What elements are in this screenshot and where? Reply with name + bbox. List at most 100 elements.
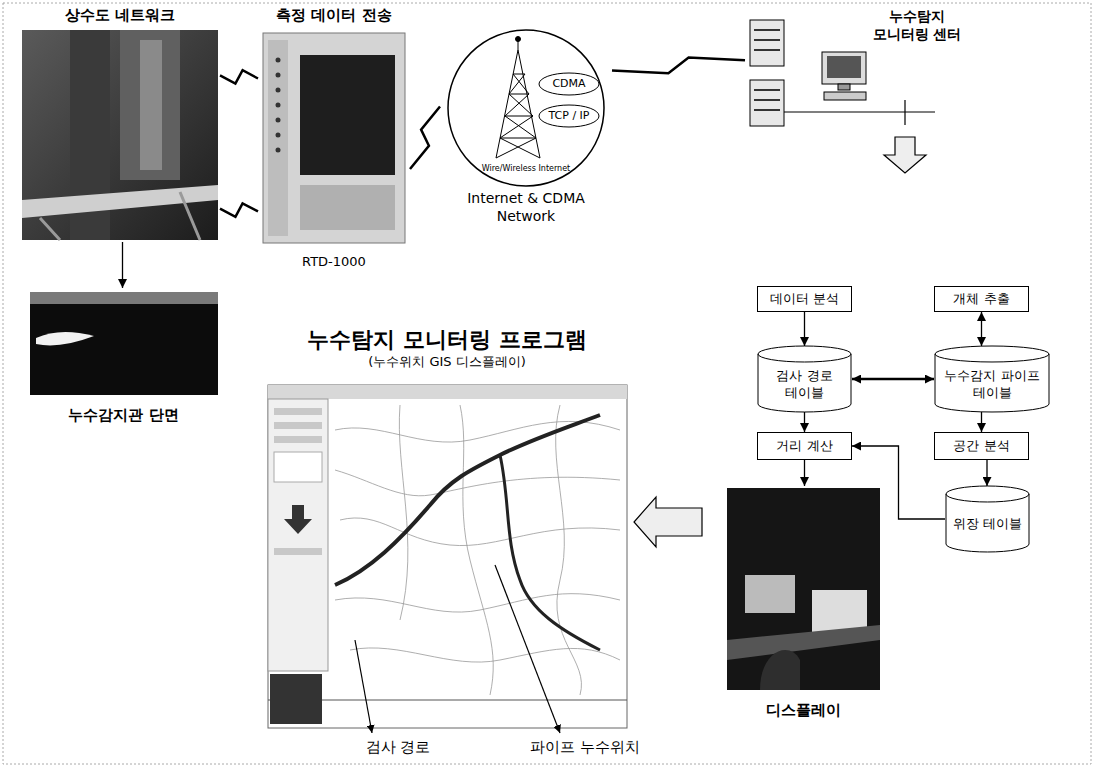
center-name: 누수탐지 모니터링 센터 bbox=[865, 8, 969, 43]
gis-screenshot bbox=[340, 518, 620, 546]
center-frame: 누수탐지 모니터링 센터 bbox=[745, 4, 973, 135]
pipe-network-photo bbox=[120, 30, 180, 180]
gis-screenshot bbox=[274, 436, 322, 443]
process-name: 공간 분석 bbox=[953, 438, 1009, 454]
monitoring-center-illustration bbox=[822, 52, 866, 84]
block-arrow bbox=[884, 137, 926, 173]
display-photo bbox=[727, 625, 880, 660]
monitoring-center-illustration bbox=[824, 92, 866, 100]
monitoring-center-illustration bbox=[784, 100, 935, 125]
wireless-link bbox=[220, 70, 258, 83]
rtd-1000-device-photo bbox=[268, 40, 288, 236]
cylinder-outline bbox=[758, 354, 851, 362]
display-frame: 디스플레이 bbox=[722, 486, 885, 720]
table-cylinder: 검사 경로 테이블 bbox=[757, 346, 852, 412]
flow-arrow bbox=[804, 460, 805, 486]
cylinder-outline bbox=[946, 486, 1029, 552]
pipe-section-photo bbox=[36, 332, 94, 345]
process-name: 개체 추출 bbox=[953, 291, 1009, 307]
pipe-network-photo bbox=[22, 30, 218, 240]
antenna-tower bbox=[513, 74, 529, 94]
monitoring-center-illustration bbox=[750, 20, 784, 66]
antenna-tower bbox=[496, 37, 540, 159]
pipe-network-photo bbox=[40, 192, 200, 240]
leader-line bbox=[495, 565, 560, 733]
antenna-tower bbox=[500, 116, 533, 138]
protocol-ellipse: CDMA bbox=[538, 72, 600, 96]
pipe-section-photo bbox=[30, 292, 218, 395]
photo-heading: 측정 데이터 전송 bbox=[276, 6, 391, 25]
leader-line bbox=[355, 565, 560, 733]
antenna-tower bbox=[513, 74, 525, 75]
gis-screenshot bbox=[460, 405, 493, 695]
wireless-link bbox=[410, 106, 440, 168]
antenna-tower bbox=[509, 94, 533, 116]
rtd-1000-device-photo bbox=[263, 33, 405, 243]
gis-screenshot bbox=[274, 408, 322, 415]
rtd-1000-device-photo bbox=[276, 148, 281, 153]
monitoring-center-illustration bbox=[838, 84, 850, 90]
callout-label: 파이프 누수위치 bbox=[527, 738, 643, 756]
table-name: 검사 경로 테이블 bbox=[762, 368, 847, 401]
gis-screenshot bbox=[399, 405, 408, 620]
process-name: 데이터 분석 bbox=[770, 291, 839, 307]
photo-frame: 상수도 네트워크 bbox=[20, 4, 220, 242]
flow-arrow bbox=[852, 446, 945, 519]
antenna-tower bbox=[496, 138, 536, 158]
monitoring-center-illustration bbox=[754, 90, 780, 110]
block-arrow bbox=[634, 137, 926, 547]
display-photo bbox=[727, 488, 880, 690]
program-subtitle: (누수위치 GIS 디스플레이) bbox=[368, 354, 526, 370]
flow-arrow bbox=[986, 460, 987, 486]
rtd-1000-device-photo bbox=[263, 33, 405, 243]
protocol-name: CDMA bbox=[552, 77, 585, 91]
ellipse-outline bbox=[539, 73, 599, 95]
process-box: 데이터 분석 bbox=[757, 286, 852, 312]
gis-screenshot bbox=[350, 648, 620, 662]
process-name: 거리 계산 bbox=[776, 438, 832, 454]
model-name: RTD-1000 bbox=[302, 254, 366, 270]
ellipse-outline bbox=[539, 105, 599, 127]
protocol-name: TCP / IP bbox=[549, 109, 590, 123]
wireless-link bbox=[220, 203, 258, 217]
pipe-section-photo bbox=[30, 292, 218, 395]
gis-screenshot bbox=[268, 399, 328, 671]
display-photo bbox=[812, 590, 867, 632]
rtd-1000-device-photo bbox=[300, 55, 395, 175]
pipe-network-photo bbox=[22, 30, 218, 240]
wireless-link bbox=[612, 58, 745, 74]
callout-label: 검사 경로 bbox=[363, 738, 434, 756]
gis-screenshot bbox=[270, 674, 322, 724]
display-photo bbox=[745, 575, 795, 613]
antenna-tower bbox=[509, 74, 525, 94]
table-cylinder: 누수감지 파이프 테이블 bbox=[934, 346, 1050, 412]
rtd-1000-device-photo bbox=[276, 88, 281, 93]
monitoring-center-illustration bbox=[754, 30, 780, 50]
cylinder-outline bbox=[935, 354, 1049, 362]
rtd-1000-device-photo bbox=[276, 58, 281, 63]
cylinder-outline bbox=[935, 346, 1049, 412]
rtd-1000-device-photo bbox=[276, 133, 281, 138]
table-cylinder: 위장 테이블 bbox=[945, 486, 1030, 552]
antenna-tower bbox=[500, 138, 536, 139]
display-photo bbox=[727, 488, 880, 690]
gis-screenshot bbox=[274, 548, 322, 555]
gis-screenshot bbox=[268, 385, 627, 399]
device-frame: 측정 데이터 전송 RTD-1000 bbox=[258, 4, 410, 270]
flow-arrow bbox=[852, 378, 934, 381]
process-box: 공간 분석 bbox=[934, 432, 1029, 460]
gis-screenshot bbox=[556, 405, 582, 695]
pipe-section-photo bbox=[30, 292, 218, 304]
gis-screenshot bbox=[284, 505, 312, 534]
rtd-1000-device-photo bbox=[276, 118, 281, 123]
monitoring-center-illustration bbox=[827, 56, 861, 78]
antenna-tower bbox=[509, 94, 529, 95]
antenna-tower bbox=[505, 94, 529, 116]
gis-screenshot bbox=[268, 385, 627, 728]
process-box: 개체 추출 bbox=[934, 286, 1029, 312]
cylinder-outline bbox=[946, 494, 1029, 502]
program-title: 누수탐지 모니터링 프로그램 bbox=[307, 326, 586, 354]
flow-arrow bbox=[804, 412, 805, 432]
network-note: Wire/Wireless Internet bbox=[482, 164, 570, 174]
